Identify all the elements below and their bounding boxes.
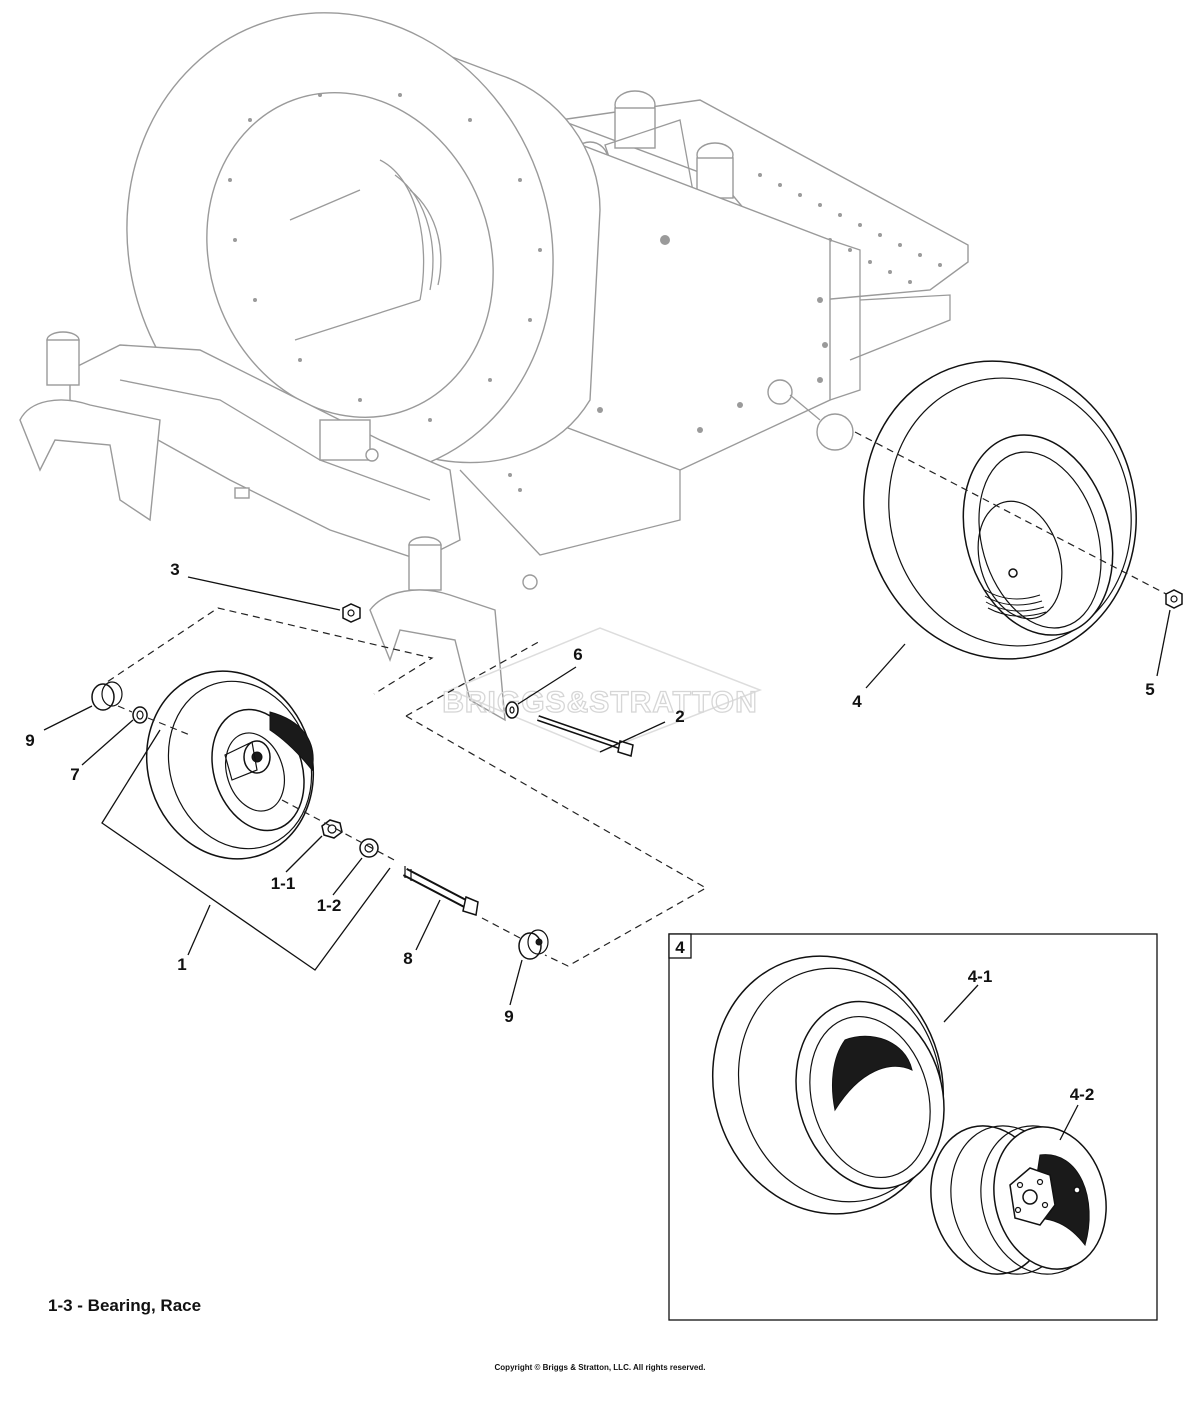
- copyright-text: Copyright © Briggs & Stratton, LLC. All …: [494, 1363, 706, 1372]
- front-caster-wheel-assembly: [91, 603, 708, 971]
- axle-bolt-8: [402, 866, 479, 916]
- callout-6: 6: [573, 645, 582, 664]
- callout-1-1: 1-1: [271, 874, 296, 893]
- brand-watermark: BRIGGS&STRATTON: [442, 627, 763, 753]
- nut-3: [342, 603, 361, 623]
- bearing-race-note: 1-3 - Bearing, Race: [48, 1296, 202, 1315]
- callout-4-inset: 4: [675, 938, 685, 957]
- inset-box-4: [668, 933, 1158, 1321]
- washer-6: [505, 701, 519, 719]
- bolt-2: [537, 715, 634, 757]
- tire-4-1: [711, 955, 945, 1215]
- callout-4: 4: [852, 692, 862, 711]
- callout-5: 5: [1145, 680, 1154, 699]
- callout-9-left: 9: [25, 731, 34, 750]
- callout-3: 3: [170, 560, 179, 579]
- watermark-text: BRIGGS&STRATTON: [442, 686, 758, 719]
- lug-nut-5: [1165, 589, 1183, 609]
- bearing-7: [132, 706, 148, 724]
- leader-lines: [43, 576, 1171, 1141]
- callout-1: 1: [177, 955, 186, 974]
- callout-4-2: 4-2: [1070, 1085, 1095, 1104]
- seal-1-2: [359, 838, 379, 858]
- callout-2: 2: [675, 707, 684, 726]
- spacer-9-left: [91, 683, 115, 711]
- rim-4-2: [930, 1125, 1107, 1275]
- callout-7: 7: [70, 765, 79, 784]
- callout-8: 8: [403, 949, 412, 968]
- callout-1-2: 1-2: [317, 896, 342, 915]
- callout-4-1: 4-1: [968, 967, 993, 986]
- spacer-9-bottom: [518, 932, 542, 960]
- callout-9-bottom: 9: [504, 1007, 513, 1026]
- rear-wheel-assembly: [854, 360, 1183, 660]
- mower-chassis-illustration: [19, 12, 969, 722]
- callout-labels: 3 6 2 4 5 9 7 1-1 1-2 1 8 9 4 4-1 4-2: [25, 560, 1154, 1104]
